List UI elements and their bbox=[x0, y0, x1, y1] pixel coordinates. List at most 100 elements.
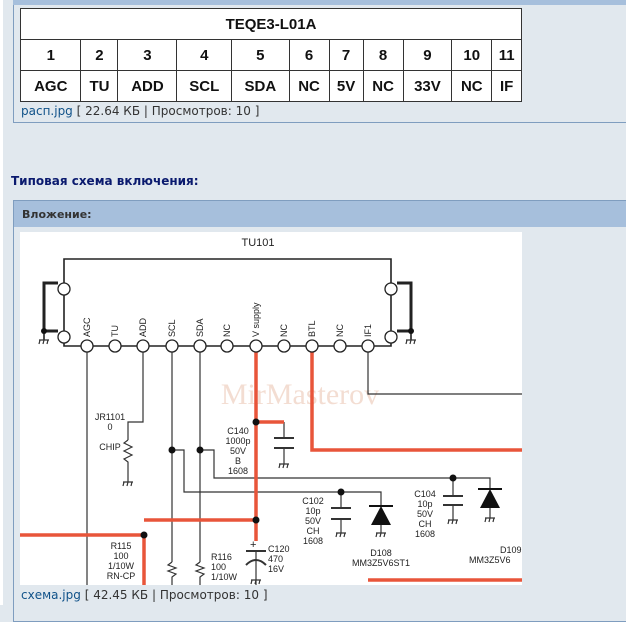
pin-circle bbox=[249, 339, 263, 353]
zener-diodes bbox=[369, 488, 502, 525]
pin-function-cell: 33V bbox=[402, 70, 453, 102]
r116-label-line: 1/10W bbox=[211, 572, 238, 582]
pin-number-cell: 8 bbox=[362, 39, 404, 71]
jr1101-label-line: 0 bbox=[107, 422, 112, 432]
separator: | bbox=[143, 104, 148, 118]
c140-label-line: 1000p bbox=[225, 436, 250, 446]
pin-label: V supply bbox=[251, 302, 261, 337]
pin-circle bbox=[193, 339, 207, 353]
c140-label-line: 1608 bbox=[228, 466, 248, 476]
c120-label-line: 470 bbox=[268, 554, 283, 564]
jr1101-label-line: JR1101 bbox=[95, 412, 125, 422]
ground-icon bbox=[375, 532, 386, 538]
power-rails bbox=[20, 352, 522, 585]
pin-label: IF1 bbox=[363, 324, 373, 337]
attachment-filename-link[interactable]: расп.jpg bbox=[21, 104, 73, 118]
pin-circle bbox=[165, 339, 179, 353]
c102-label-line: C102 bbox=[302, 496, 324, 506]
c120-label-line: 16V bbox=[268, 564, 284, 574]
pin-circle bbox=[361, 339, 375, 353]
pin-function-cell: IF bbox=[491, 70, 522, 102]
attachment-header-label: Вложение: bbox=[22, 208, 92, 221]
pin-number-cell: 2 bbox=[80, 39, 119, 71]
pin-circle bbox=[277, 339, 291, 353]
d109-label-line: MM3Z5V6 bbox=[469, 555, 511, 565]
c102-label-line: 1608 bbox=[303, 536, 323, 546]
pin-label: SDA bbox=[195, 318, 205, 337]
pin-circle bbox=[305, 339, 319, 353]
attachment-header: Вложение: bbox=[14, 201, 626, 227]
ground-icon bbox=[250, 579, 261, 585]
r115-label-line: 100 bbox=[113, 551, 128, 561]
pin-number-cell: 1 bbox=[19, 39, 82, 71]
r115-label-line: RN-CP bbox=[107, 571, 136, 581]
c104-label-line: 10p bbox=[417, 499, 432, 509]
pin-function-cell: SDA bbox=[231, 70, 290, 102]
attachment-header-bar bbox=[13, 0, 626, 5]
jr1101-label-line: CHIP bbox=[99, 442, 121, 452]
c102-label-line: 50V bbox=[305, 516, 321, 526]
pin-circle bbox=[136, 339, 150, 353]
caption-bracket: [ bbox=[76, 104, 86, 118]
signal-wires bbox=[86, 352, 522, 585]
views-label: Просмотров: bbox=[151, 104, 232, 118]
pin-function-cell: ADD bbox=[117, 70, 178, 102]
pin-label: SCL bbox=[167, 319, 177, 337]
pin-function-cell: NC bbox=[288, 70, 330, 102]
pin-label: TU bbox=[110, 325, 120, 337]
c104-label-line: 1608 bbox=[415, 529, 435, 539]
pin-label: AGC bbox=[82, 317, 92, 337]
views-count: 10 bbox=[243, 588, 259, 602]
schematic-image[interactable]: TU101 MirMasterov bbox=[20, 232, 522, 585]
c120-plus-sign: + bbox=[250, 539, 256, 551]
pin-circle bbox=[108, 339, 122, 353]
pin-function-cell: NC bbox=[451, 70, 493, 102]
c140-label-line: C140 bbox=[227, 426, 249, 436]
pin-label: BTL bbox=[307, 320, 317, 337]
component-label: TU101 bbox=[241, 237, 274, 249]
c140-label-line: 50V bbox=[230, 446, 246, 456]
c140-label-line: B bbox=[235, 456, 241, 466]
pin-circle bbox=[80, 339, 94, 353]
pin-number-cell: 4 bbox=[176, 39, 233, 71]
pin-circle bbox=[333, 339, 347, 353]
d109-label-line: D109 bbox=[500, 545, 522, 555]
pin-circle bbox=[220, 339, 234, 353]
pin-number-cell: 11 bbox=[491, 39, 522, 71]
pin-number-cell: 9 bbox=[402, 39, 453, 71]
c104-label-line: CH bbox=[419, 519, 432, 529]
separator: | bbox=[151, 588, 156, 602]
pin-number-cell: 5 bbox=[231, 39, 290, 71]
pin-function-cell: NC bbox=[362, 70, 404, 102]
file-size: 42.45 КБ bbox=[93, 588, 149, 602]
ground-icon bbox=[405, 339, 416, 345]
junction-dots bbox=[41, 328, 457, 539]
pinout-title: TEQE3-L01A bbox=[20, 8, 522, 40]
c120-label-line: C120 bbox=[268, 544, 290, 554]
d108-label-line: MM3Z5V6ST1 bbox=[352, 558, 410, 568]
ground-icon bbox=[447, 519, 458, 525]
pin-function-cell: 5V bbox=[328, 70, 364, 102]
pin-label: NC bbox=[222, 324, 232, 337]
shield-pins bbox=[57, 282, 398, 344]
ground-symbols bbox=[38, 339, 495, 585]
ground-icon bbox=[278, 463, 289, 469]
section-heading: Типовая схема включения: bbox=[11, 174, 199, 188]
attachment-filename-link[interactable]: схема.jpg bbox=[21, 588, 81, 602]
file-size: 22.64 КБ bbox=[85, 104, 141, 118]
r115-label-line: R115 bbox=[111, 541, 132, 551]
ground-icon bbox=[335, 532, 346, 538]
